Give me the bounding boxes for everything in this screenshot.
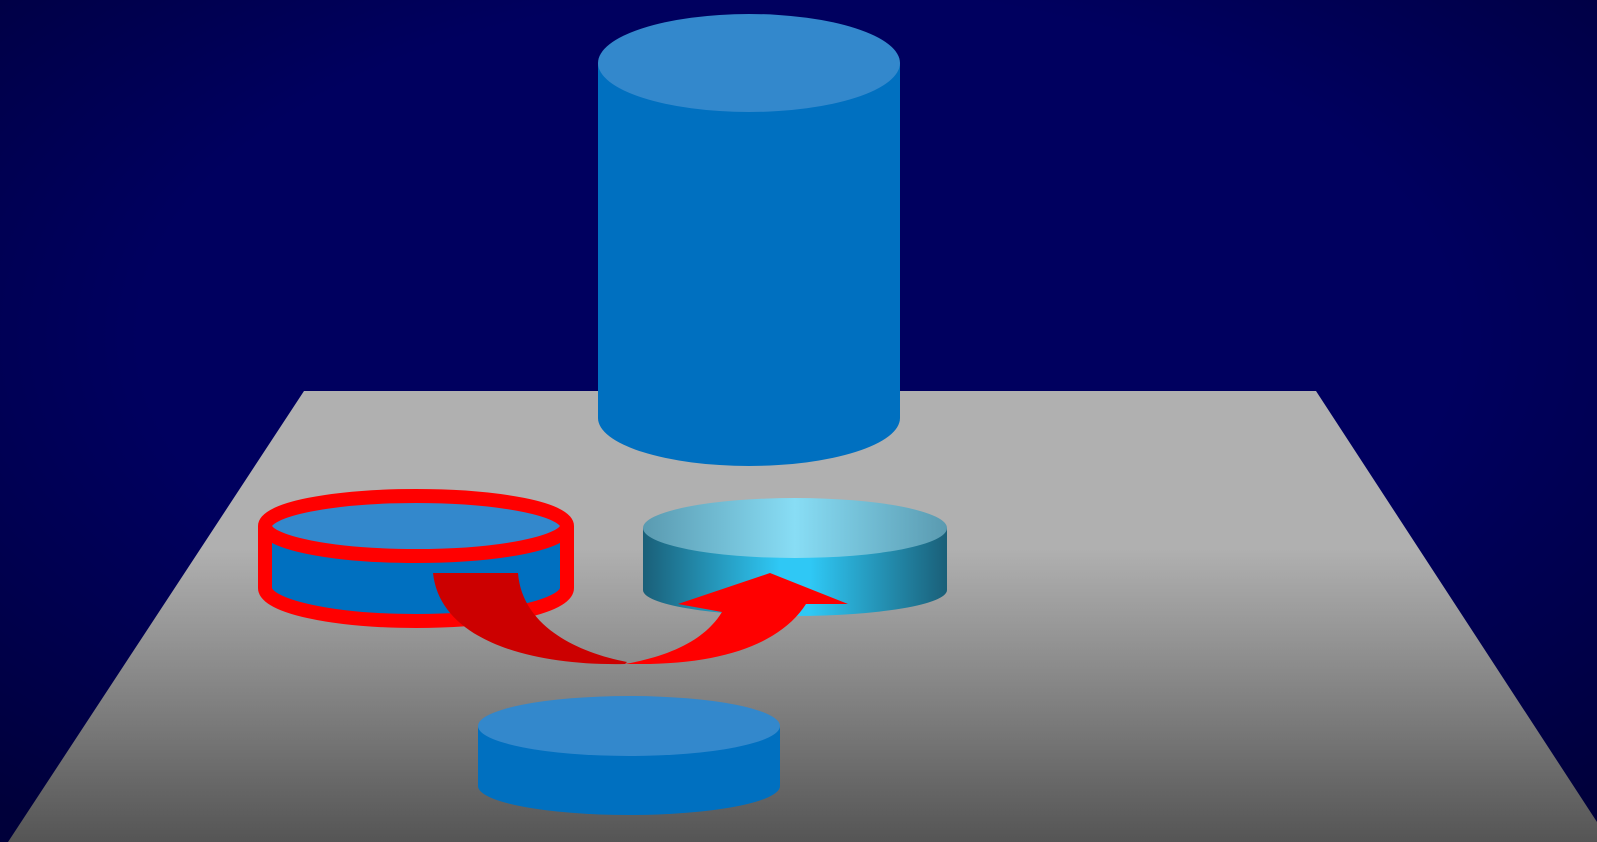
front-blue-disk (478, 696, 780, 815)
arrow-dark-part (433, 573, 627, 665)
target-disk-top (643, 498, 947, 558)
arrow-bright-part (625, 573, 848, 664)
source-disk-outline (258, 526, 574, 628)
curved-red-arrow (433, 573, 848, 665)
tall-blue-cylinder (598, 14, 900, 466)
tall-cylinder-top (598, 14, 900, 112)
front-disk-top (478, 696, 780, 756)
source-disk-top (268, 498, 564, 554)
tall-cylinder-side (598, 63, 900, 466)
source-disk-top-outline (258, 489, 574, 563)
